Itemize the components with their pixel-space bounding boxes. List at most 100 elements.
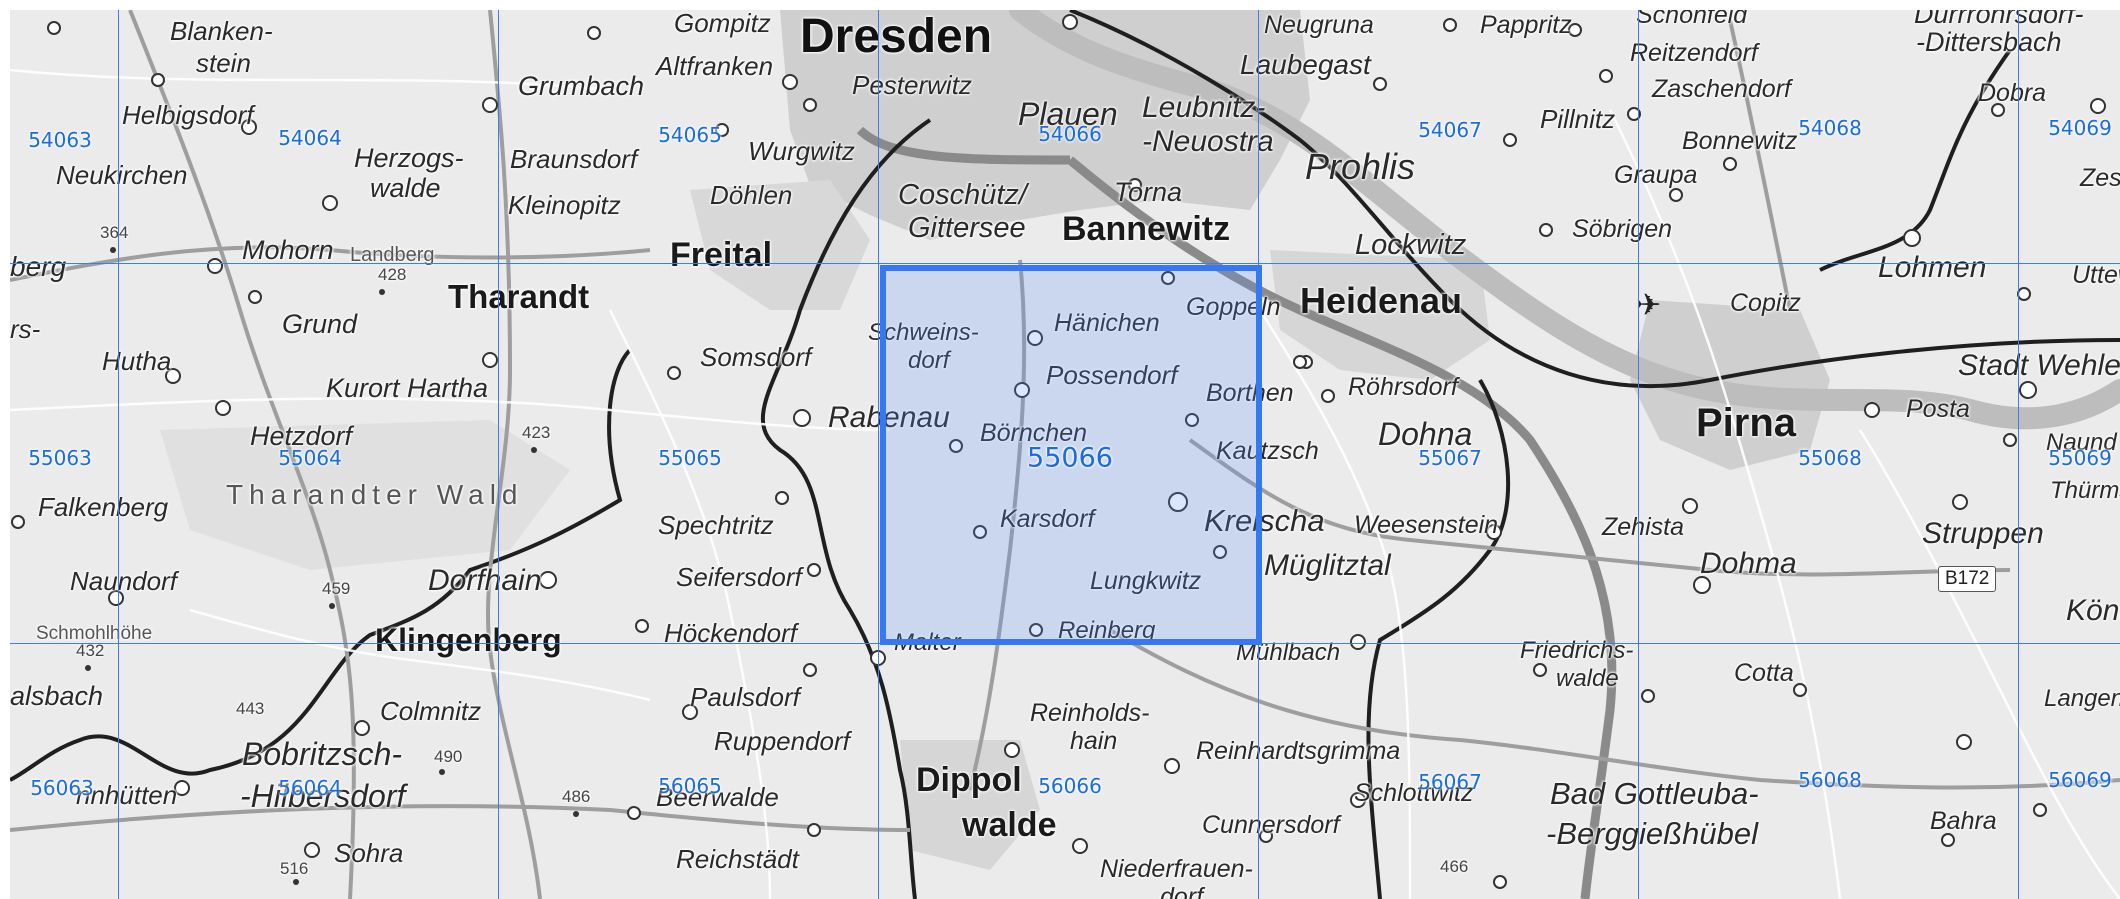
dresden-urban-area xyxy=(780,10,1310,240)
place-label-rs: rs- xyxy=(10,314,41,344)
place-label-duerrroehrsdorf1: Dürrröhrsdorf- xyxy=(1914,10,2084,29)
tile-label-56066[interactable]: 56066 xyxy=(1038,774,1102,798)
place-label-lockwitz: Lockwitz xyxy=(1355,229,1467,261)
place-label-gompitz: Gompitz xyxy=(674,10,771,38)
rail-dresden-heidenau-pirna xyxy=(1069,10,2120,389)
selected-tile-highlight[interactable] xyxy=(880,265,1262,645)
place-label-copitz: Copitz xyxy=(1730,289,1801,317)
place-label-pesterwitz: Pesterwitz xyxy=(852,70,972,100)
place-label-kreischa: Kreischa xyxy=(1204,503,1325,538)
place-label-kleinopitz: Kleinopitz xyxy=(508,190,621,220)
place-label-lohmen: Lohmen xyxy=(1878,251,1987,284)
place-label-p490: 490 xyxy=(434,747,463,766)
place-label-somsdorf: Somsdorf xyxy=(700,342,812,372)
grid-line-horizontal xyxy=(10,263,2120,264)
rail-freital-dippoldiswalde xyxy=(760,118,932,899)
a4 xyxy=(856,126,1071,165)
place-label-hutha: Hutha xyxy=(102,346,172,376)
tile-label-54069[interactable]: 54069 xyxy=(2048,116,2112,140)
place-label-herzogswalde1: Herzogs- xyxy=(354,143,464,173)
airport-icon: ✈ xyxy=(1636,289,1662,322)
place-label-neugruna: Neugruna xyxy=(1264,11,1374,39)
tile-label-54065[interactable]: 54065 xyxy=(658,123,722,147)
tile-label-54067[interactable]: 54067 xyxy=(1418,118,1482,142)
place-label-bahra: Bahra xyxy=(1930,807,1997,835)
rail-mueglitztal xyxy=(1366,378,1511,899)
place-label-reinhardtsgrimma: Reinhardtsgrimma xyxy=(1196,737,1401,765)
place-label-alsbach: alsbach xyxy=(10,681,104,711)
grid-line-vertical xyxy=(2018,10,2019,899)
place-label-p423: 423 xyxy=(522,423,551,442)
place-label-bobritzsch2: -Hilbersdorf xyxy=(240,778,406,814)
place-label-niederfrauendorf2: dorf xyxy=(1160,883,1204,899)
place-label-friedrichswalde1: Friedrichs- xyxy=(1520,637,1634,664)
place-label-duerrroehrsdorf2: -Dittersbach xyxy=(1916,27,2062,57)
place-label-heidenau: Heidenau xyxy=(1300,280,1463,321)
dippoldiswalde-urban-area xyxy=(900,740,1040,870)
tile-label-55063[interactable]: 55063 xyxy=(28,446,92,470)
place-label-reichstaedt: Reichstädt xyxy=(676,844,799,874)
place-label-p428: 428 xyxy=(378,265,407,284)
place-label-schlottwitz: Schlottwitz xyxy=(1354,779,1474,807)
place-label-sohra: Sohra xyxy=(334,838,404,868)
place-label-mohorn: Mohorn xyxy=(242,235,334,265)
tile-label-55064[interactable]: 55064 xyxy=(278,446,342,470)
road-shield-b172: B172 xyxy=(1938,566,1997,592)
tile-label-56063[interactable]: 56063 xyxy=(30,776,94,800)
tile-label-56067[interactable]: 56067 xyxy=(1418,770,1482,794)
place-label-koenigstein: Königs xyxy=(2066,594,2120,627)
tile-label-56065[interactable]: 56065 xyxy=(658,774,722,798)
a17 xyxy=(1067,156,1617,899)
forest-patch xyxy=(160,420,570,570)
place-label-badgottleuba2: -Berggießhübel xyxy=(1546,816,1758,851)
tile-label-54068[interactable]: 54068 xyxy=(1798,116,1862,140)
place-label-roehrsdorf: Röhrsdorf xyxy=(1348,373,1458,401)
place-label-braunsdorf: Braunsdorf xyxy=(510,144,638,174)
place-label-paulsdorf: Paulsdorf xyxy=(690,682,800,712)
tile-label-55068[interactable]: 55068 xyxy=(1798,446,1862,470)
map-basemap xyxy=(10,10,2120,899)
place-label-mueglitztal: Müglitztal xyxy=(1264,549,1391,582)
place-label-torna: Torna xyxy=(1114,177,1183,207)
place-label-graupa: Graupa xyxy=(1614,161,1698,189)
minor-roads xyxy=(10,68,2120,899)
place-label-p364: 364 xyxy=(100,223,129,242)
tile-label-56069[interactable]: 56069 xyxy=(2048,768,2112,792)
place-label-p486: 486 xyxy=(562,787,591,806)
river-elbe xyxy=(1009,10,2120,430)
grid-line-vertical xyxy=(1638,10,1639,899)
tile-label-55065[interactable]: 55065 xyxy=(658,446,722,470)
place-label-reitzendorf: Reitzendorf xyxy=(1630,39,1758,67)
place-label-laubegast: Laubegast xyxy=(1240,49,1371,80)
place-label-struppen: Struppen xyxy=(1922,517,2044,550)
grid-line-vertical xyxy=(878,10,879,899)
place-label-borthen: Borthen xyxy=(1206,379,1294,407)
place-label-thuermsdorf: Thürmsd xyxy=(2050,477,2120,504)
place-label-dresden: Dresden xyxy=(800,10,993,63)
tile-label-56064[interactable]: 56064 xyxy=(278,776,342,800)
place-label-uttew: Uttew xyxy=(2072,261,2120,289)
place-markers xyxy=(11,14,2106,889)
place-label-pirna: Pirna xyxy=(1696,401,1797,445)
place-label-haenichen: Hänichen xyxy=(1054,309,1160,337)
place-label-bobritzsch1: Bobritzsch- xyxy=(242,736,403,772)
tile-label-55067[interactable]: 55067 xyxy=(1418,446,1482,470)
place-label-karsdorf: Karsdorf xyxy=(1000,505,1095,533)
place-label-langenhennersdorf: Langenher xyxy=(2044,685,2120,712)
grid-line-vertical xyxy=(498,10,499,899)
place-label-possendorf: Possendorf xyxy=(1046,360,1178,390)
place-label-kautzsch: Kautzsch xyxy=(1216,437,1319,465)
tile-label-54066[interactable]: 54066 xyxy=(1038,122,1102,146)
tile-label-55069[interactable]: 55069 xyxy=(2048,446,2112,470)
place-label-soebrigen: Söbrigen xyxy=(1572,215,1673,243)
tile-label-56068[interactable]: 56068 xyxy=(1798,768,1862,792)
place-label-reinberg: Reinberg xyxy=(1058,617,1156,644)
tile-label-54064[interactable]: 54064 xyxy=(278,126,342,150)
place-label-herzogswalde2: walde xyxy=(370,173,441,203)
place-label-coschuetz1: Coschütz/ xyxy=(898,179,1027,211)
tile-label-55066[interactable]: 55066 xyxy=(1027,442,1113,474)
place-label-posta: Posta xyxy=(1906,395,1970,423)
place-label-colmnitz: Colmnitz xyxy=(380,696,482,726)
tile-label-54063[interactable]: 54063 xyxy=(28,128,92,152)
